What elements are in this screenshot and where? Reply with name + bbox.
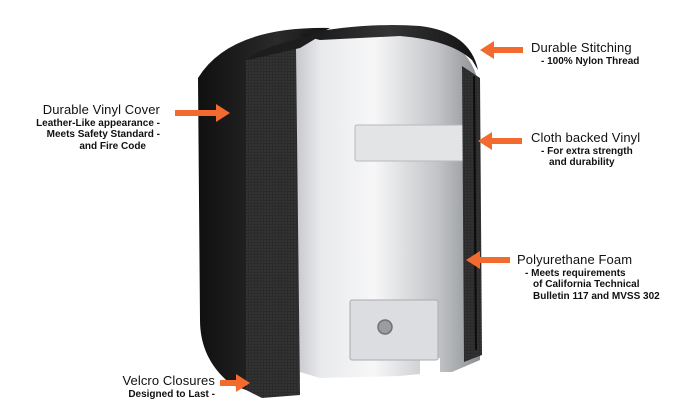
callout-detail: Bulletin 117 and MVSS 302 [533,290,660,302]
callout-durable-stitching: Durable Stitching - 100% Nylon Thread [531,40,640,67]
callout-detail: - For extra strength [541,145,633,157]
arrow-velcro [220,374,250,392]
arrow-durable-stitching [480,41,523,59]
tank-valve [377,319,393,335]
callout-detail: and Fire Code [79,140,146,152]
foam-edge-right [462,66,482,362]
callout-vinyl-cover: Durable Vinyl Cover Leather-Like appeara… [36,102,160,152]
water-heater-tank [268,30,480,380]
callout-cloth-backed: Cloth backed Vinyl - For extra strength … [531,130,641,169]
callout-title: Durable Stitching [531,40,632,55]
callout-arrows [175,41,523,392]
callout-title: Cloth backed Vinyl [531,130,641,145]
tank-access-panel [349,299,439,361]
callout-title: Durable Vinyl Cover [42,102,160,117]
callout-detail: Designed to Last - [128,388,215,400]
foam-edge-left [246,48,300,398]
arrow-cloth-backed [478,132,522,150]
callout-foam: Polyurethane Foam - Meets requirements o… [517,252,660,302]
callout-velcro: Velcro Closures Designed to Last - [122,373,215,400]
arrow-vinyl-cover [175,104,230,122]
arrow-foam [466,251,510,269]
callout-detail: - 100% Nylon Thread [541,55,640,67]
tank-label-plate [354,124,466,162]
callout-detail: Meets Safety Standard - [46,129,160,141]
callout-detail: of California Technical [533,279,640,291]
callout-title: Polyurethane Foam [517,252,633,267]
callout-title: Velcro Closures [122,373,215,388]
callout-detail: Leather-Like appearance - [36,117,160,129]
callout-detail: and durability [549,157,615,169]
vinyl-jacket [198,25,482,398]
callout-detail: - Meets requirements [525,267,626,279]
